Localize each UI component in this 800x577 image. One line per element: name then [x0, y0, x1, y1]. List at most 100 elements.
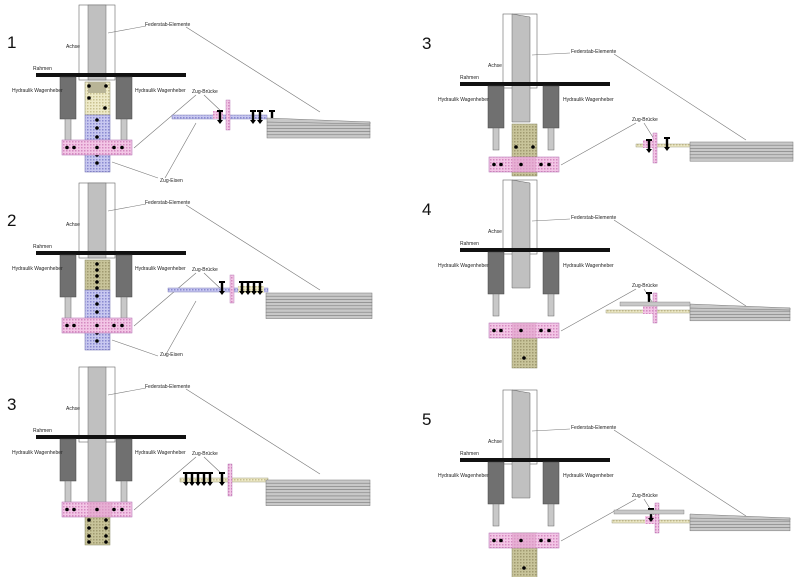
bolt-dot	[87, 534, 91, 538]
spring-leaf-tilted	[266, 117, 371, 125]
spring-leaf	[265, 302, 373, 307]
axle-label: Achse	[488, 229, 502, 235]
bolt-dot	[104, 518, 108, 522]
bolt	[251, 110, 255, 122]
bridge-label: Zug-Brücke	[192, 89, 218, 95]
spring-leaf	[266, 128, 371, 132]
bolt-dot	[120, 145, 124, 150]
spring-label: Federstab-Elemente	[571, 49, 617, 55]
bolt	[258, 110, 262, 122]
bridge-label: Zug-Brücke	[632, 117, 658, 123]
spring-leaf	[265, 502, 371, 506]
bolt-dot	[514, 145, 518, 149]
spring-leaf	[689, 144, 794, 149]
spring-leaf	[265, 498, 371, 503]
panel-number: 4	[422, 200, 431, 219]
frame-rahmen	[460, 248, 610, 252]
bolt-tip	[239, 291, 245, 295]
bolt	[258, 281, 262, 293]
bolt-dot	[95, 135, 99, 139]
spring-leaf	[689, 154, 794, 159]
bolt-dot	[87, 540, 91, 544]
jack-left-label: Hydraulik Wagenheber	[438, 473, 489, 479]
jack-right-label: Hydraulik Wagenheber	[563, 473, 614, 479]
clamp-block	[238, 286, 264, 293]
bolt-head	[239, 281, 245, 283]
crossbar-overlap	[512, 157, 536, 172]
spring-leaf	[689, 524, 791, 528]
spring-pointer-right	[613, 53, 747, 141]
frame-label: Rahmen	[33, 244, 52, 250]
bolt-head	[189, 472, 195, 474]
bolt-dot	[547, 328, 551, 333]
leaf-spring-stack	[689, 303, 791, 322]
bolt-dot	[72, 145, 76, 150]
bolt	[252, 281, 256, 293]
bolt-tip	[646, 149, 652, 153]
spring-leaf	[266, 131, 371, 136]
bridge-label: Zug-Brücke	[632, 283, 658, 289]
bridge-collar	[643, 306, 653, 314]
bolt-dot	[120, 323, 124, 328]
jack-left-label: Hydraulik Wagenheber	[438, 97, 489, 103]
frame-rahmen	[460, 458, 610, 462]
bolt-dot	[104, 534, 108, 538]
spring-leaf	[265, 486, 371, 490]
hydraulic-jack-right	[542, 461, 560, 505]
bolt	[246, 281, 250, 293]
frame-label: Rahmen	[33, 428, 52, 434]
leaf-spring-stack	[265, 479, 371, 506]
panel-number: 2	[7, 211, 16, 230]
axle-label: Achse	[66, 406, 80, 412]
bolt-dot	[72, 507, 76, 512]
bolt	[220, 281, 224, 293]
bolt-dot	[522, 566, 526, 570]
hydraulic-jack-right	[115, 254, 133, 298]
bolt-head	[269, 110, 275, 112]
bolt-dot	[492, 162, 496, 167]
bolt-dot	[120, 507, 124, 512]
jack-right-label: Hydraulik Wagenheber	[563, 263, 614, 269]
jack-left-label: Hydraulik Wagenheber	[438, 263, 489, 269]
bridge-pointer	[133, 272, 197, 327]
hydraulic-jack-left	[59, 254, 77, 298]
spring-leaf	[689, 141, 794, 146]
iron-pointer-2	[164, 300, 197, 357]
bolt-dot	[499, 162, 503, 167]
bolt-head	[664, 137, 670, 139]
bolt-dot	[519, 328, 523, 333]
bolt	[190, 472, 194, 484]
jack-right-label: Hydraulik Wagenheber	[563, 97, 614, 103]
bolt-dot	[87, 84, 91, 88]
spring-label: Federstab-Elemente	[571, 425, 617, 431]
jack-left-label: Hydraulik Wagenheber	[12, 450, 63, 456]
leaf-spring-stack	[689, 141, 794, 162]
jack-piston	[64, 480, 72, 504]
bridge-label: Zug-Brücke	[192, 267, 218, 273]
bolt-dot	[492, 538, 496, 543]
bolt-tip	[250, 120, 256, 124]
panel-4: 3AchseFederstab-ElementeRahmenHydraulik …	[422, 13, 794, 177]
bolt-head	[646, 139, 652, 141]
bolt-dot	[103, 106, 107, 110]
spring-leaf	[265, 489, 371, 494]
bridge-pointer	[133, 456, 197, 511]
spring-leaf	[265, 495, 371, 500]
crossbar-overlap	[88, 502, 112, 517]
bolt-dot	[65, 323, 69, 328]
bolt-dot	[95, 268, 99, 272]
bridge-plate	[652, 292, 658, 324]
hydraulic-jack-left	[487, 461, 505, 505]
bridge-collar	[213, 111, 223, 119]
bolt-tip	[201, 482, 207, 486]
bolt-dot	[547, 162, 551, 167]
bridge-pointer-2	[643, 122, 655, 140]
spring-pointer-right	[185, 388, 321, 475]
spring-leaf	[265, 305, 373, 310]
panel-6: 5AchseFederstab-ElementeRahmenHydraulik …	[422, 389, 791, 577]
panel-number: 1	[7, 33, 16, 52]
bolt-tip	[183, 482, 189, 486]
bolt-dot	[539, 162, 543, 167]
